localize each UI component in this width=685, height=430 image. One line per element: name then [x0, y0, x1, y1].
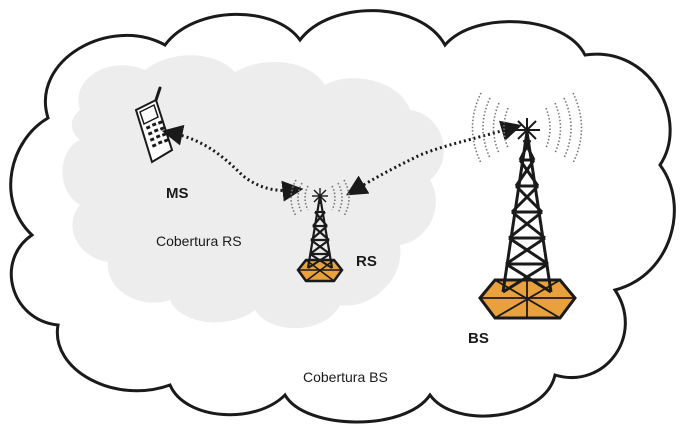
link-ms-rs: [161, 124, 304, 202]
base-station-tower-icon: [478, 118, 577, 320]
ms-label: MS: [166, 185, 189, 202]
rs-label: RS: [356, 253, 377, 270]
relay-tower-icon: [296, 188, 344, 283]
link-rs-bs: [345, 120, 523, 196]
bs-coverage-label: Cobertura BS: [303, 369, 388, 385]
radio-waves-icon: [290, 179, 350, 217]
radio-waves-icon: [471, 92, 583, 164]
rs-coverage-label: Cobertura RS: [156, 233, 242, 249]
bs-label: BS: [468, 330, 489, 347]
